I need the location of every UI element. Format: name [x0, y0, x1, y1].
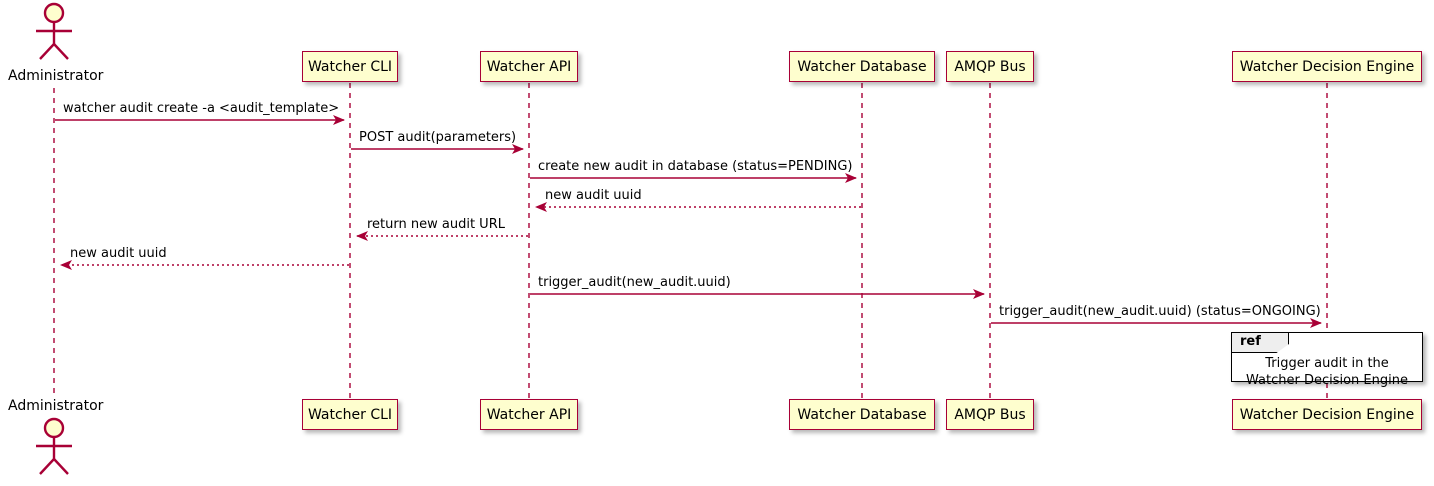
ref-tab-label: ref — [1240, 334, 1261, 349]
ref-body: Trigger audit in the Watcher Decision En… — [1232, 355, 1422, 389]
ref-body-line-2: Watcher Decision Engine — [1246, 373, 1408, 388]
message-label-4: new audit uuid — [545, 188, 642, 203]
message-label-1: watcher audit create -a <audit_template> — [63, 101, 340, 116]
actor-leg-left — [39, 458, 55, 475]
participant-box-watcher-api-top[interactable]: Watcher API — [480, 51, 578, 82]
actor-leg-right — [53, 458, 69, 475]
participant-box-watcher-decision-engine-top[interactable]: Watcher Decision Engine — [1232, 51, 1422, 82]
participant-box-watcher-api-bottom[interactable]: Watcher API — [480, 399, 578, 430]
participant-box-watcher-database-top[interactable]: Watcher Database — [789, 51, 935, 82]
ref-fragment[interactable]: ref Trigger audit in the Watcher Decisio… — [1231, 332, 1423, 388]
message-label-8: trigger_audit(new_audit.uuid) (status=ON… — [999, 304, 1321, 319]
message-label-3: create new audit in database (status=PEN… — [538, 159, 853, 174]
participant-box-watcher-database-bottom[interactable]: Watcher Database — [789, 399, 935, 430]
participant-box-amqp-bus-top[interactable]: AMQP Bus — [946, 51, 1034, 82]
actor-head-icon — [43, 2, 65, 24]
actor-label-administrator-bottom: Administrator — [8, 398, 104, 414]
message-label-6: new audit uuid — [70, 246, 167, 261]
participant-box-watcher-cli-top[interactable]: Watcher CLI — [302, 51, 398, 82]
actor-label-administrator-top: Administrator — [8, 68, 104, 84]
actor-leg-right — [53, 43, 69, 60]
participant-box-watcher-cli-bottom[interactable]: Watcher CLI — [302, 399, 398, 430]
message-label-7: trigger_audit(new_audit.uuid) — [538, 275, 731, 290]
actor-administrator-bottom — [36, 417, 72, 475]
ref-tab-shape — [1232, 333, 1289, 353]
participant-box-watcher-decision-engine-bottom[interactable]: Watcher Decision Engine — [1232, 399, 1422, 430]
message-arrows — [55, 115, 1322, 328]
participant-box-amqp-bus-bottom[interactable]: AMQP Bus — [946, 399, 1034, 430]
actor-leg-left — [39, 43, 55, 60]
ref-body-line-1: Trigger audit in the — [1265, 356, 1389, 371]
actor-administrator-top — [36, 2, 72, 60]
actor-head-icon — [43, 417, 65, 439]
lifeline-group — [53, 83, 1328, 399]
message-label-5: return new audit URL — [367, 217, 505, 232]
message-label-2: POST audit(parameters) — [359, 130, 517, 145]
